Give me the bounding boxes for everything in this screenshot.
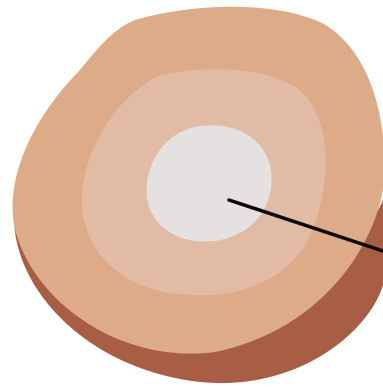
illustration-canvas [0,0,383,392]
layered-disc-illustration [0,0,383,392]
